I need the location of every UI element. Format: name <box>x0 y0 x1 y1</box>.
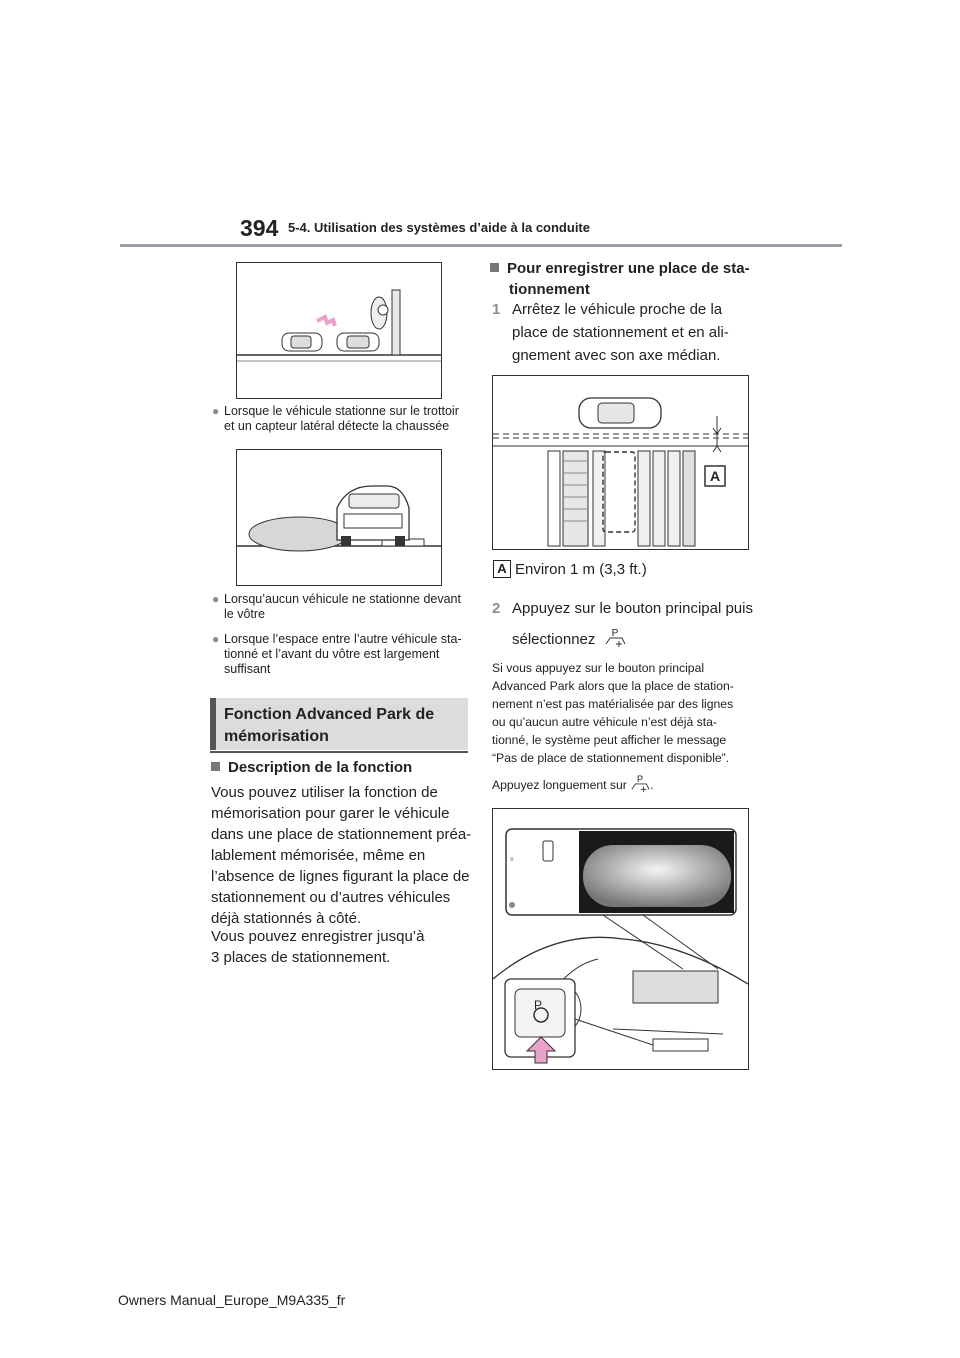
long-press-instruction: Appuyez longuement sur P . <box>492 773 654 794</box>
section-heading-line: Fonction Advanced Park de <box>224 706 435 723</box>
step-line: Appuyez sur le bouton principal puis <box>512 600 753 617</box>
note-line: nement n’est pas matérialisée par des li… <box>492 697 734 711</box>
figure-curb-sensor <box>236 262 442 399</box>
sensor-wave-icon <box>316 314 337 327</box>
memory-park-icon: P <box>604 626 626 648</box>
paragraph-line: stationnement ou d’autres véhicules <box>211 889 451 906</box>
note-line: Si vous appuyez sur le bouton principal <box>492 661 705 675</box>
icon-glyph: P <box>611 628 618 639</box>
bullet-text: Lorsque le véhicule stationne sur le tro… <box>224 404 459 433</box>
paragraph-line: Vous pouvez enregistrer jusqu’à <box>211 928 425 945</box>
step-1: 1 Arrêtez le véhicule proche de la place… <box>492 298 762 367</box>
paragraph-line: Vous pouvez utiliser la fonction de <box>211 784 438 801</box>
note-line: “Pas de place de stationnement disponibl… <box>492 751 730 765</box>
bullet-item-1: ● Lorsque le véhicule stationne sur le t… <box>212 404 469 434</box>
heading-underline <box>210 751 468 753</box>
step-line: gnement avec son axe médian. <box>512 347 721 364</box>
figure-parking-layout: A <box>492 375 749 550</box>
figure-dashboard: ≡ P <box>492 808 749 1070</box>
parking-layout-illustration: A <box>493 397 748 547</box>
footer-text: Owners Manual_Europe_M9A335_fr <box>118 1292 346 1308</box>
bullet-dot-icon: ● <box>212 632 220 646</box>
car-front-view-icon <box>336 485 410 546</box>
step-number: 2 <box>492 600 501 617</box>
paragraph-line: déjà stationnés à côté. <box>211 910 362 927</box>
section-heading-line: mémorisation <box>224 728 329 745</box>
paragraph-capacity: Vous pouvez enregistrer jusqu’à 3 places… <box>211 926 473 968</box>
note-line: Advanced Park alors que la place de stat… <box>492 679 734 693</box>
step-number: 1 <box>492 301 501 318</box>
callout-box: A <box>493 560 511 578</box>
section-heading: Fonction Advanced Park de mémorisation <box>210 698 468 750</box>
subheading-text: Description de la fonction <box>228 759 413 776</box>
car-front-icon <box>336 332 380 352</box>
subheading-text: tionnement <box>509 281 590 298</box>
paragraph-line: dans une place de stationnement préa- <box>211 826 472 843</box>
subheading-text: Pour enregistrer une place de sta- <box>507 260 750 277</box>
paragraph-description: Vous pouvez utiliser la fonction de mémo… <box>211 782 473 929</box>
bullet-text: Lorsque l’espace entre l’autre véhicule … <box>224 632 462 676</box>
note-line: ou qu’aucun autre véhicule n’est déjà st… <box>492 715 717 729</box>
note-line: tionné, le système peut afficher le mess… <box>492 733 727 747</box>
long-press-text: Appuyez longuement sur <box>492 778 627 792</box>
svg-text:≡: ≡ <box>510 857 514 863</box>
step-line: Arrêtez le véhicule proche de la <box>512 301 723 318</box>
section-title: 5-4. Utilisation des systèmes d’aide à l… <box>288 220 590 235</box>
paragraph-line: 3 places de stationnement. <box>211 949 391 966</box>
dashboard-illustration: ≡ P <box>492 828 749 1064</box>
callout-letter: A <box>710 468 720 484</box>
step-line: sélectionnez <box>512 631 596 648</box>
icon-glyph: P <box>637 774 643 784</box>
figure-front-car <box>236 449 442 586</box>
square-bullet-icon <box>211 762 220 771</box>
step-2: 2 Appuyez sur le bouton principal puis s… <box>492 596 762 653</box>
memory-park-icon: P <box>630 773 650 793</box>
note-no-space: Si vous appuyez sur le bouton principal … <box>492 659 762 767</box>
bullet-text: Lorsqu’aucun véhicule ne stationne devan… <box>224 592 461 621</box>
front-car-illustration <box>237 485 441 552</box>
long-press-end: . <box>650 778 654 792</box>
bullet-item-2: ● Lorsqu’aucun véhicule ne stationne dev… <box>212 592 469 622</box>
callout-text: Environ 1 m (3,3 ft.) <box>515 561 647 578</box>
step-line: place de stationnement et en ali- <box>512 324 729 341</box>
square-bullet-icon <box>490 263 499 272</box>
button-icon-glyph: P <box>534 998 542 1012</box>
press-arrow-icon <box>525 1036 557 1064</box>
car-screen-icon <box>542 840 554 862</box>
bullet-dot-icon: ● <box>212 404 220 418</box>
bullet-dot-icon: ● <box>212 592 220 606</box>
bullet-item-3: ● Lorsque l’espace entre l’autre véhicul… <box>212 632 472 677</box>
car-rear-icon <box>281 332 323 352</box>
paragraph-line: mémorisation pour garer le véhicule <box>211 805 450 822</box>
car-top-view-icon <box>578 397 662 429</box>
curb-sensor-illustration <box>237 289 441 362</box>
header-rule <box>120 244 842 247</box>
subheading-register: Pour enregistrer une place de sta- tionn… <box>490 258 760 300</box>
page-number: 394 <box>240 215 279 241</box>
steering-wheel-icon <box>533 1007 549 1023</box>
paragraph-line: lablement mémorisée, même en <box>211 847 426 864</box>
paragraph-line: l’absence de lignes figurant la place de <box>211 868 470 885</box>
subheading-description: Description de la fonction <box>211 757 412 778</box>
